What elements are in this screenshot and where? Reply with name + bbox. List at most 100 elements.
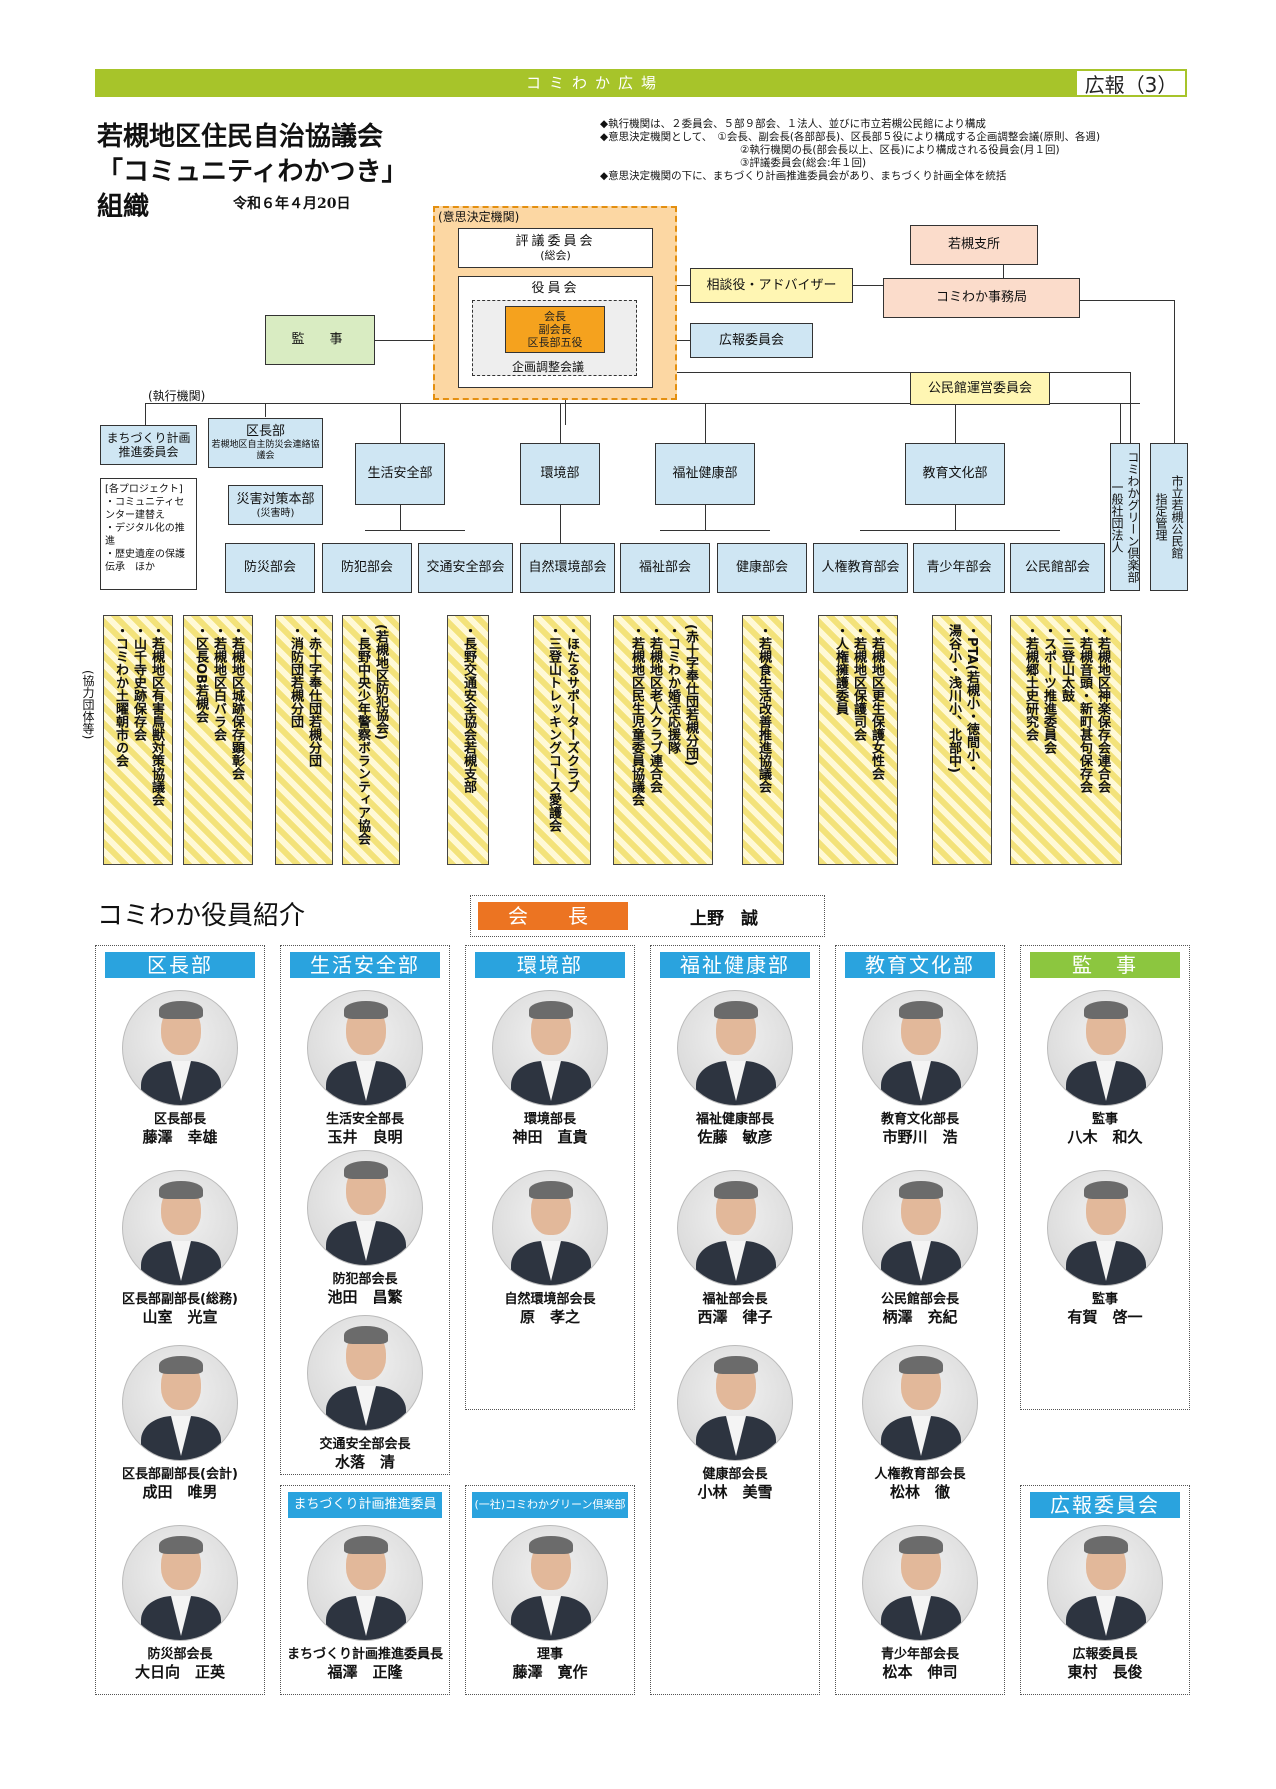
note-5: ◆意思決定機関の下に、まちづくり計画推進委員会があり、まちづくり計画全体を統括 bbox=[600, 170, 1007, 182]
member-card: 自然環境部会長原 孝之 bbox=[465, 1170, 635, 1326]
connector bbox=[145, 403, 1140, 404]
connector bbox=[265, 403, 266, 417]
page-title-line1: 若槻地区住民自治協議会 bbox=[97, 122, 384, 152]
project-item: ・デジタル化の推進 bbox=[105, 523, 185, 547]
kyoryoku-box: (若槻地区防犯協会) ・長野中央少年警察ボランティア協会 bbox=[342, 615, 400, 865]
member-role: まちづくり計画推進委員長 bbox=[286, 1647, 443, 1662]
member-role: 防災部会長 bbox=[147, 1647, 213, 1662]
kikaku-label: 企画調整会議 bbox=[512, 360, 585, 374]
kyoryoku-item: ・若槻地区神楽保存会連合会 bbox=[1095, 624, 1110, 793]
hyogi-label: 評議委員会 bbox=[515, 234, 596, 249]
connector bbox=[860, 530, 1060, 531]
kaicho-frame bbox=[470, 895, 825, 937]
member-card: 防犯部会長池田 昌繁 bbox=[280, 1150, 450, 1306]
bukai-kenko: 健康部会 bbox=[717, 543, 807, 593]
connector bbox=[375, 340, 435, 341]
kyoryoku-box: (赤十字奉仕団若槻分団) ・コミわか婚活応援隊 ・若槻地区老人クラブ連合会 ・若… bbox=[613, 615, 713, 865]
member-role: 区長部副部長(総務) bbox=[122, 1292, 238, 1307]
member-photo bbox=[492, 1170, 608, 1286]
member-card: 監事八木 和久 bbox=[1020, 990, 1190, 1146]
connector bbox=[676, 372, 911, 373]
machizukuri-box: まちづくり計画推進委員会 bbox=[100, 425, 197, 465]
member-role: 生活安全部長 bbox=[325, 1112, 404, 1127]
kyoryoku-box: ・若槻地区城跡保存顕彰会 ・若槻地区白バラ会 ・区長OB若槻会 bbox=[183, 615, 253, 865]
kyoryoku-item: ・スポーツ推進委員会 bbox=[1041, 624, 1056, 754]
member-photo bbox=[307, 1525, 423, 1641]
page-title-line2: 「コミュニティわかつき」 bbox=[97, 157, 408, 187]
saigai-box: 災害対策本部 (災害時) bbox=[228, 485, 323, 525]
kyoryoku-item: ・ほたるサポーターズクラブ bbox=[564, 624, 579, 793]
member-role: 人権教育部会長 bbox=[874, 1467, 966, 1482]
kaicho-name: 上野 誠 bbox=[690, 909, 758, 929]
group-title-kuchobu: 区長部 bbox=[105, 952, 255, 978]
member-role: 福祉健康部長 bbox=[695, 1112, 774, 1127]
kaicho-badge: 会 長 bbox=[478, 902, 628, 930]
member-name: 小林 美雪 bbox=[697, 1483, 773, 1501]
member-card: 区長部副部長(会計)成田 唯男 bbox=[95, 1345, 265, 1501]
member-card: まちづくり計画推進委員長福澤 正隆 bbox=[280, 1525, 450, 1681]
projects-title: [各プロジェクト] bbox=[105, 484, 183, 495]
group-frame-kuchobu bbox=[95, 945, 265, 1695]
kyoryoku-box: ・赤十字奉仕団若槻分団 ・消防団若槻分団 bbox=[275, 615, 333, 865]
kyoryoku-item: ・若槻郷土史研究会 bbox=[1023, 624, 1038, 741]
member-role: 交通安全部会長 bbox=[319, 1437, 411, 1452]
page-title-line3: 組織 bbox=[97, 192, 150, 222]
member-name: 福澤 正隆 bbox=[327, 1663, 403, 1681]
member-photo bbox=[1047, 1170, 1163, 1286]
member-photo bbox=[122, 1525, 238, 1641]
header-band-title: コミわか広場 bbox=[525, 74, 664, 92]
member-card: 福祉部会長西澤 律子 bbox=[650, 1170, 820, 1326]
note-4: ③評議委員会(総会:年１回) bbox=[740, 157, 867, 169]
bukai-bosai: 防災部会 bbox=[225, 543, 315, 593]
member-name: 八木 和久 bbox=[1067, 1128, 1143, 1146]
member-card: 交通安全部会長水落 清 bbox=[280, 1315, 450, 1471]
bukai-fukushi: 福祉部会 bbox=[620, 543, 710, 593]
member-photo bbox=[862, 990, 978, 1106]
group-frame-kansa bbox=[1020, 945, 1190, 1410]
kyoryoku-item: ・区長OB若槻会 bbox=[193, 624, 208, 723]
member-role: 自然環境部会長 bbox=[504, 1292, 596, 1307]
connector bbox=[676, 285, 696, 286]
member-card: 区長部副部長(総務)山室 光宣 bbox=[95, 1170, 265, 1326]
note-2: ◆意思決定機関として、 ①会長、副会長(各部部長)、区長部５役により構成する企画… bbox=[600, 131, 1101, 143]
member-card: 防災部会長大日向 正英 bbox=[95, 1525, 265, 1681]
kyoryoku-item: ・若槻音頭・新町甚句保存会 bbox=[1077, 624, 1092, 793]
member-role: 環境部長 bbox=[523, 1112, 576, 1127]
member-name: 松林 徹 bbox=[889, 1483, 950, 1501]
connector bbox=[400, 505, 401, 530]
member-photo bbox=[862, 1345, 978, 1461]
seikatsu-box: 生活安全部 bbox=[355, 443, 445, 505]
connector bbox=[1120, 403, 1121, 443]
note-1: ◆執行機関は、２委員会、５部９部会、１法人、並びに市立若槻公民館により構成 bbox=[600, 118, 986, 130]
member-role: 青少年部会長 bbox=[880, 1647, 959, 1662]
member-role: 公民館部会長 bbox=[880, 1292, 959, 1307]
kyoryoku-item: ・コミわか土曜朝市の会 bbox=[113, 624, 128, 767]
connector bbox=[1174, 300, 1175, 445]
kyoryoku-item: ・若槻地区民生児童委員協議会 bbox=[629, 624, 644, 806]
header-band bbox=[95, 69, 1187, 97]
member-photo bbox=[492, 990, 608, 1106]
member-name: 柄澤 充紀 bbox=[882, 1308, 958, 1326]
kyoryoku-item: ・若槻食生活改善推進協議会 bbox=[756, 624, 771, 793]
member-name: 東村 長俊 bbox=[1067, 1663, 1143, 1681]
member-photo bbox=[862, 1525, 978, 1641]
connector bbox=[560, 403, 561, 443]
hyogi-box: 評議委員会 (総会) bbox=[458, 228, 653, 268]
bukai-kotsu: 交通安全部会 bbox=[418, 543, 513, 593]
kyoryoku-box: ・若槻地区有害鳥獣対策協議会 ・山千寺史跡保存会 ・コミわか土曜朝市の会 bbox=[103, 615, 173, 865]
member-photo bbox=[1047, 1525, 1163, 1641]
member-photo bbox=[677, 1345, 793, 1461]
member-card: 人権教育部会長松林 徹 bbox=[835, 1345, 1005, 1501]
project-item: ・コミュニティセンター建替え bbox=[105, 497, 185, 521]
kyoryoku-item: ・若槻地区更生保護女性会 bbox=[869, 624, 884, 780]
kuchobu-box: 区長部 若槻地区自主防災会連絡協議会 bbox=[208, 418, 323, 468]
member-name: 山室 光宣 bbox=[142, 1308, 218, 1326]
member-role: 区長部長 bbox=[153, 1112, 206, 1127]
member-card: 健康部会長小林 美雪 bbox=[650, 1345, 820, 1501]
member-name: 有賀 啓一 bbox=[1067, 1308, 1143, 1326]
kyoryoku-item: ・若槻地区白バラ会 bbox=[211, 624, 226, 741]
group-frame-seikatsu bbox=[280, 945, 450, 1475]
kyoryoku-item: ・山千寺史跡保存会 bbox=[131, 624, 146, 741]
project-item: ・歴史遺産の保護伝承 ほか bbox=[105, 549, 185, 573]
member-card: 青少年部会長松本 伸司 bbox=[835, 1525, 1005, 1681]
